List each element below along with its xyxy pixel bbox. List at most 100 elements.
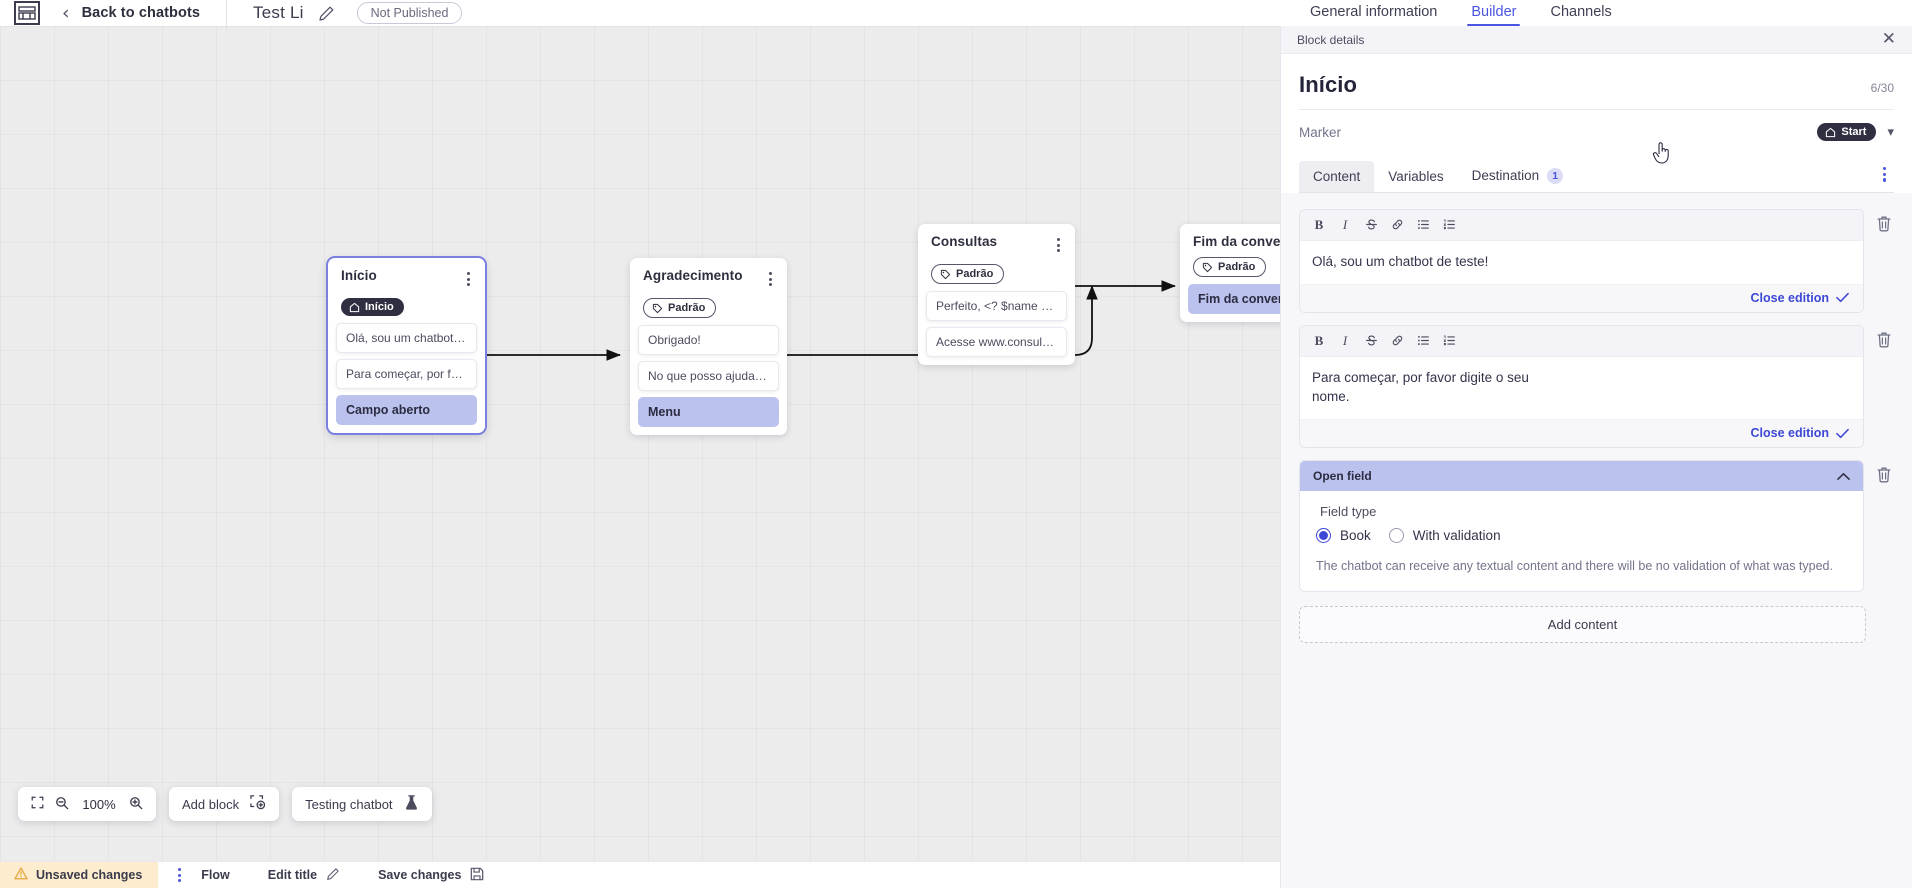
node-row[interactable]: Olá, sou um chatbot de teste! <box>336 323 477 353</box>
node-row[interactable]: Perfeito, <? $name ?>! <box>926 291 1067 321</box>
node-marker-badge: Padrão <box>931 264 1005 284</box>
node-rows: Olá, sou um chatbot de teste! Para começ… <box>328 320 485 425</box>
node-header: Agradecimento <box>630 268 787 290</box>
zoom-out-icon[interactable] <box>55 796 69 813</box>
publish-status-badge: Not Published <box>356 2 463 24</box>
trash-icon[interactable] <box>1874 325 1894 359</box>
node-title: Agradecimento <box>643 268 743 283</box>
panel-content-scroll[interactable]: B I <box>1281 192 1912 888</box>
tab-destination[interactable]: Destination 1 <box>1458 160 1578 192</box>
tab-channels[interactable]: Channels <box>1550 4 1612 20</box>
flow-node-consultas[interactable]: Consultas Padrão Perfeito, <? $name ?>! … <box>918 224 1075 365</box>
bullet-list-icon[interactable] <box>1410 214 1436 236</box>
strikethrough-icon[interactable] <box>1358 330 1384 352</box>
edit-title-button[interactable]: Edit title <box>268 867 340 884</box>
panel-tabs: Content Variables Destination 1 <box>1299 157 1894 193</box>
link-icon[interactable] <box>1384 214 1410 236</box>
chatbot-title: Test Li <box>253 3 304 22</box>
chevron-up-icon[interactable] <box>1837 472 1850 481</box>
more-options-icon[interactable] <box>178 868 182 882</box>
node-title: Consultas <box>931 234 998 249</box>
node-rows: Perfeito, <? $name ?>! Acesse www.consul… <box>918 288 1075 357</box>
radio-indicator[interactable] <box>1388 528 1404 544</box>
editor-text-value[interactable]: Olá, sou um chatbot de teste! <box>1300 240 1863 284</box>
radio-with-validation-label: With validation <box>1412 528 1501 544</box>
tag-icon <box>652 303 663 313</box>
warning-icon <box>14 867 28 883</box>
rich-text-editor[interactable]: B I <box>1299 208 1864 313</box>
flow-connectors <box>485 280 1176 361</box>
strikethrough-icon[interactable] <box>1358 214 1384 236</box>
rich-text-editor[interactable]: B I <box>1299 324 1864 449</box>
node-row[interactable]: Para começar, por favor digite o ... <box>336 359 477 389</box>
add-content-button[interactable]: Add content <box>1299 606 1866 644</box>
add-block-button[interactable]: Add block <box>169 787 280 821</box>
bold-icon[interactable]: B <box>1314 216 1324 232</box>
node-more-options-icon[interactable] <box>1055 234 1062 256</box>
marker-select[interactable]: Start ▾ <box>1817 123 1894 141</box>
destination-count-badge: 1 <box>1547 167 1564 184</box>
trash-icon[interactable] <box>1874 209 1894 243</box>
numbered-list-icon[interactable] <box>1436 214 1462 236</box>
save-changes-button[interactable]: Save changes <box>378 867 484 884</box>
link-icon[interactable] <box>1384 330 1410 352</box>
pencil-icon[interactable] <box>318 5 335 22</box>
testing-chatbot-label: Testing chatbot <box>305 796 393 812</box>
italic-icon[interactable]: I <box>1342 332 1348 348</box>
node-row[interactable]: Menu <box>638 397 779 427</box>
more-options-icon[interactable] <box>1875 157 1894 192</box>
marker-value-badge: Start <box>1817 123 1877 141</box>
open-field-header[interactable]: Open field <box>1300 461 1863 492</box>
fit-screen-icon[interactable] <box>31 796 44 812</box>
pencil-icon <box>326 867 340 884</box>
back-to-chatbots-link[interactable]: Back to chatbots <box>81 5 201 21</box>
testing-chatbot-button[interactable]: Testing chatbot <box>292 787 432 821</box>
add-block-icon <box>250 795 266 813</box>
marker-label: Marker <box>1299 124 1342 140</box>
chevron-left-icon[interactable]: ‹ <box>62 1 70 24</box>
panel-title-row: Início 6/30 <box>1299 72 1894 110</box>
check-icon <box>1836 293 1849 303</box>
node-more-options-icon[interactable] <box>767 268 774 290</box>
tab-variables[interactable]: Variables <box>1374 161 1457 192</box>
tag-icon <box>1202 262 1213 272</box>
chevron-down-icon[interactable]: ▾ <box>1887 124 1894 140</box>
node-marker-label: Padrão <box>956 268 994 280</box>
close-edition-button[interactable]: Close edition <box>1751 426 1849 440</box>
editor-text-value[interactable]: Para começar, por favor digite o seu nom… <box>1300 356 1555 420</box>
radio-book[interactable]: Book <box>1316 528 1371 544</box>
close-edition-label: Close edition <box>1750 426 1829 441</box>
radio-book-label: Book <box>1340 528 1371 544</box>
node-row[interactable]: Obrigado! <box>638 325 779 355</box>
flow-button[interactable]: Flow <box>201 868 229 882</box>
page-title: Início <box>1299 72 1358 97</box>
radio-with-validation[interactable]: With validation <box>1388 528 1501 544</box>
italic-icon[interactable]: I <box>1342 216 1348 232</box>
tab-general-information[interactable]: General information <box>1310 4 1438 20</box>
node-row[interactable]: Campo aberto <box>336 395 477 425</box>
zoom-controls: 100% <box>18 787 156 821</box>
node-more-options-icon[interactable] <box>465 268 472 290</box>
node-row[interactable]: No que posso ajudar, <? $name ... <box>638 361 779 391</box>
flow-node-agradecimento[interactable]: Agradecimento Padrão Obrigado! No que po… <box>630 258 787 435</box>
numbered-list-icon[interactable] <box>1436 330 1462 352</box>
flow-node-inicio[interactable]: Início Início Olá, sou um chatbot de tes… <box>328 258 485 433</box>
tab-content[interactable]: Content <box>1299 160 1375 192</box>
open-field-title: Open field <box>1313 469 1372 484</box>
app-logo-icon[interactable] <box>14 1 40 25</box>
trash-icon[interactable] <box>1874 460 1894 494</box>
bold-icon[interactable]: B <box>1314 332 1324 348</box>
node-marker-badge: Padrão <box>643 298 717 318</box>
node-row[interactable]: Acesse www.consultas.com par... <box>926 327 1067 357</box>
editor-footer: Close edition <box>1300 283 1863 312</box>
node-marker-label: Padrão <box>668 302 706 314</box>
content-block: B I <box>1299 324 1894 449</box>
radio-indicator[interactable] <box>1316 528 1331 544</box>
node-rows: Obrigado! No que posso ajudar, <? $name … <box>630 322 787 427</box>
bullet-list-icon[interactable] <box>1410 330 1436 352</box>
zoom-in-icon[interactable] <box>129 796 143 813</box>
close-icon[interactable]: ✕ <box>1881 29 1896 49</box>
tab-builder[interactable]: Builder <box>1467 0 1521 26</box>
add-block-label: Add block <box>182 796 240 812</box>
close-edition-button[interactable]: Close edition <box>1751 291 1849 305</box>
